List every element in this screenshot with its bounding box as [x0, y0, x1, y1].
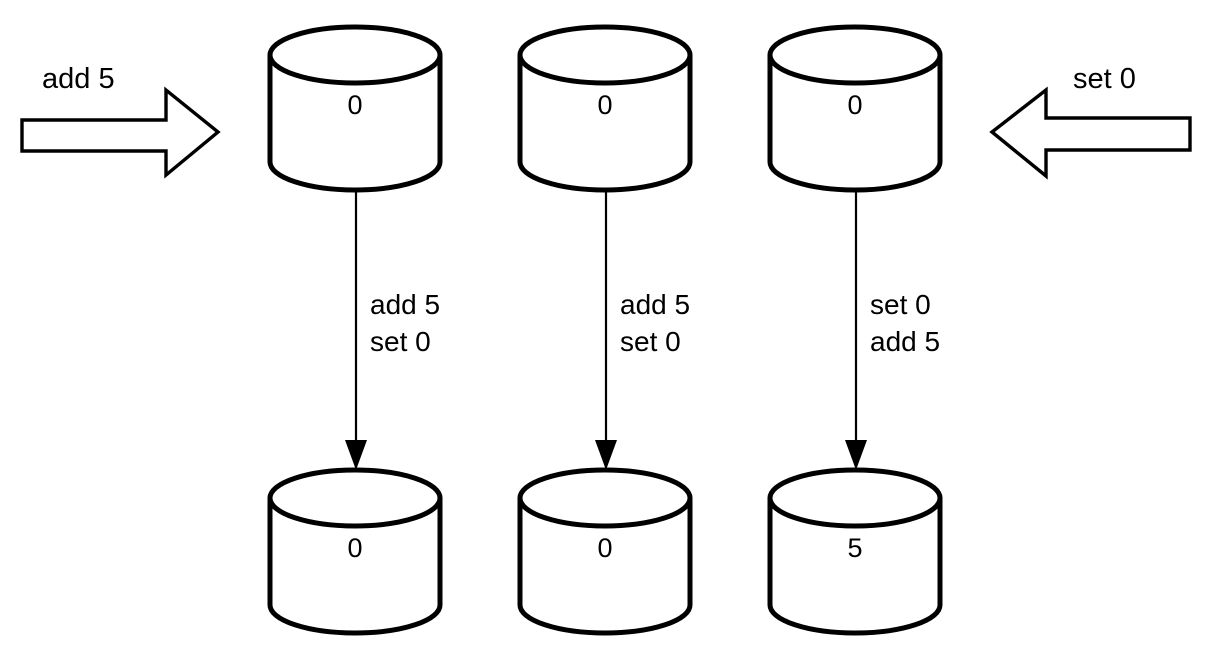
database-lid	[517, 467, 693, 529]
left-block-arrow-icon	[989, 86, 1192, 180]
edge-label-line-2: set 0	[620, 326, 681, 357]
replica-1-bottom-database: 0	[267, 467, 443, 636]
edge-label-line-1: set 0	[870, 289, 931, 320]
replica-2-bottom-value: 0	[597, 533, 612, 563]
edge-label-line-2: set 0	[370, 326, 431, 357]
replica-1-flow-arrow	[345, 190, 367, 470]
right-block-arrow-icon	[20, 86, 221, 179]
right-operation-arrow-group	[989, 86, 1192, 180]
replica-1-top-database: 0	[267, 24, 443, 193]
database-icon	[517, 495, 693, 636]
database-icon	[267, 495, 443, 636]
replica-2-top-database: 0	[517, 24, 693, 193]
replica-2-bottom-database: 0	[517, 467, 693, 636]
database-lid	[517, 24, 693, 86]
replica-2-flow-arrow	[595, 190, 617, 470]
edge-label-line-2: add 5	[870, 326, 940, 357]
replica-3-bottom-database: 5	[767, 467, 943, 636]
database-icon	[517, 52, 693, 193]
replica-3-top-value: 0	[847, 90, 862, 120]
database-lid	[767, 467, 943, 529]
replica-1-bottom-value: 0	[347, 533, 362, 563]
right-operation-label: set 0	[1073, 63, 1136, 95]
replica-1-top-value: 0	[347, 90, 362, 120]
database-icon	[267, 52, 443, 193]
left-operation-label: add 5	[42, 63, 115, 95]
edge-label-line-1: add 5	[370, 289, 440, 320]
arrowhead-icon	[845, 440, 867, 470]
replica-2-top-value: 0	[597, 90, 612, 120]
replica-3-top-database: 0	[767, 24, 943, 193]
replica-3-bottom-value: 5	[847, 533, 862, 563]
database-lid	[267, 24, 443, 86]
arrowhead-icon	[595, 440, 617, 470]
replica-2-edge-label: add 5 set 0	[620, 289, 690, 357]
left-operation-arrow-group	[20, 86, 221, 179]
edge-label-line-1: add 5	[620, 289, 690, 320]
database-lid	[767, 24, 943, 86]
replica-1-edge-label: add 5 set 0	[370, 289, 440, 357]
database-icon	[767, 52, 943, 193]
replica-3-flow-arrow	[845, 190, 867, 470]
replica-3-edge-label: set 0 add 5	[870, 289, 940, 357]
database-icon	[767, 495, 943, 636]
arrowhead-icon	[345, 440, 367, 470]
database-lid	[267, 467, 443, 529]
